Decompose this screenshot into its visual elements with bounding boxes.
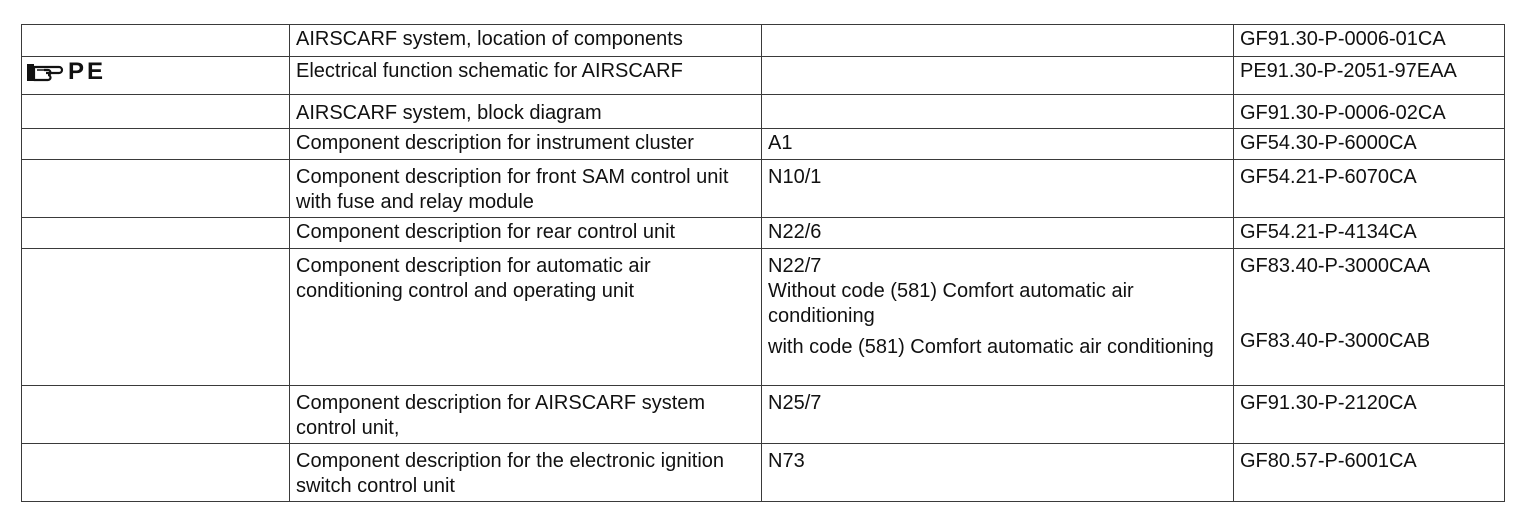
row-title: Component description for automatic air … <box>296 255 651 302</box>
spacer <box>1240 279 1498 329</box>
title-cell: Component description for AIRSCARF syste… <box>289 385 762 444</box>
title-cell: Component description for automatic air … <box>289 248 762 386</box>
title-cell: Component description for front SAM cont… <box>289 159 762 218</box>
marker-cell <box>21 24 290 57</box>
ref-cell: GF91.30-P-0006-02CA <box>1233 94 1505 129</box>
marker-cell <box>21 248 290 386</box>
row-title: Component description for rear control u… <box>296 221 676 243</box>
reference-link[interactable]: GF54.30-P-6000CA <box>1240 132 1417 154</box>
code-cell <box>761 94 1234 129</box>
code-cell: A1 <box>761 128 1234 160</box>
row-code: N25/7 <box>768 392 822 414</box>
row-title: AIRSCARF system, block diagram <box>296 102 602 124</box>
ref-cell: GF91.30-P-0006-01CA <box>1233 24 1505 57</box>
reference-link[interactable]: GF91.30-P-2120CA <box>1240 392 1417 414</box>
reference-link[interactable]: GF91.30-P-0006-01CA <box>1240 28 1446 50</box>
ref-cell: GF80.57-P-6001CA <box>1233 443 1505 502</box>
table-row: AIRSCARF system, block diagram GF91.30-P… <box>21 94 1505 129</box>
row-title: Component description for instrument clu… <box>296 132 694 154</box>
marker-cell <box>21 94 290 129</box>
table-row: AIRSCARF system, location of components … <box>21 24 1505 57</box>
row-title: Component description for the electronic… <box>296 450 725 497</box>
row-title: AIRSCARF system, location of components <box>296 28 683 50</box>
marker-cell <box>21 217 290 249</box>
code-cell: N22/7 Without code (581) Comfort automat… <box>761 248 1234 386</box>
marker-cell <box>21 385 290 444</box>
reference-link[interactable]: GF80.57-P-6001CA <box>1240 450 1417 472</box>
row-code: A1 <box>768 132 793 154</box>
code-cell: N25/7 <box>761 385 1234 444</box>
marker-cell <box>21 443 290 502</box>
row-code: N73 <box>768 450 805 472</box>
pe-marker-label: PE <box>68 58 107 85</box>
row-code: N22/7 <box>768 255 822 277</box>
title-cell: AIRSCARF system, block diagram <box>289 94 762 129</box>
component-reference-table: AIRSCARF system, location of components … <box>21 24 1505 502</box>
title-cell: AIRSCARF system, location of components <box>289 24 762 57</box>
row-title: Electrical function schematic for AIRSCA… <box>296 60 683 82</box>
table-row: Component description for the electronic… <box>21 443 1505 502</box>
title-cell: Component description for the electronic… <box>289 443 762 502</box>
variant-text: with code (581) Comfort automatic air co… <box>768 336 1214 358</box>
table-row: Component description for automatic air … <box>21 248 1505 386</box>
table-row: Component description for AIRSCARF syste… <box>21 385 1505 444</box>
ref-cell: GF91.30-P-2120CA <box>1233 385 1505 444</box>
code-cell: N73 <box>761 443 1234 502</box>
row-title: Component description for front SAM cont… <box>296 166 729 213</box>
marker-cell <box>21 159 290 218</box>
table-row: Component description for front SAM cont… <box>21 159 1505 218</box>
reference-link[interactable]: PE91.30-P-2051-97EAA <box>1240 60 1457 82</box>
reference-link[interactable]: GF91.30-P-0006-02CA <box>1240 102 1446 124</box>
code-cell <box>761 24 1234 57</box>
row-code: N22/6 <box>768 221 822 243</box>
reference-link[interactable]: GF83.40-P-3000CAB <box>1240 330 1431 352</box>
pointing-hand-icon <box>26 60 64 84</box>
title-cell: Component description for instrument clu… <box>289 128 762 160</box>
variant-text: Without code (581) Comfort automatic air… <box>768 280 1134 327</box>
row-code: N10/1 <box>768 166 822 188</box>
pe-marker[interactable]: PE <box>26 59 106 84</box>
row-title: Component description for AIRSCARF syste… <box>296 392 706 439</box>
table-row: PE Electrical function schematic for AIR… <box>21 56 1505 95</box>
marker-cell: PE <box>21 56 290 95</box>
reference-link[interactable]: GF83.40-P-3000CAA <box>1240 255 1431 277</box>
reference-link[interactable]: GF54.21-P-6070CA <box>1240 166 1417 188</box>
table-row: Component description for instrument clu… <box>21 128 1505 160</box>
ref-cell: PE91.30-P-2051-97EAA <box>1233 56 1505 95</box>
title-cell: Electrical function schematic for AIRSCA… <box>289 56 762 95</box>
code-cell: N10/1 <box>761 159 1234 218</box>
ref-cell: GF54.21-P-4134CA <box>1233 217 1505 249</box>
title-cell: Component description for rear control u… <box>289 217 762 249</box>
code-cell: N22/6 <box>761 217 1234 249</box>
ref-cell: GF54.21-P-6070CA <box>1233 159 1505 218</box>
reference-link[interactable]: GF54.21-P-4134CA <box>1240 221 1417 243</box>
code-cell <box>761 56 1234 95</box>
ref-cell: GF83.40-P-3000CAA GF83.40-P-3000CAB <box>1233 248 1505 386</box>
table-row: Component description for rear control u… <box>21 217 1505 249</box>
ref-cell: GF54.30-P-6000CA <box>1233 128 1505 160</box>
marker-cell <box>21 128 290 160</box>
